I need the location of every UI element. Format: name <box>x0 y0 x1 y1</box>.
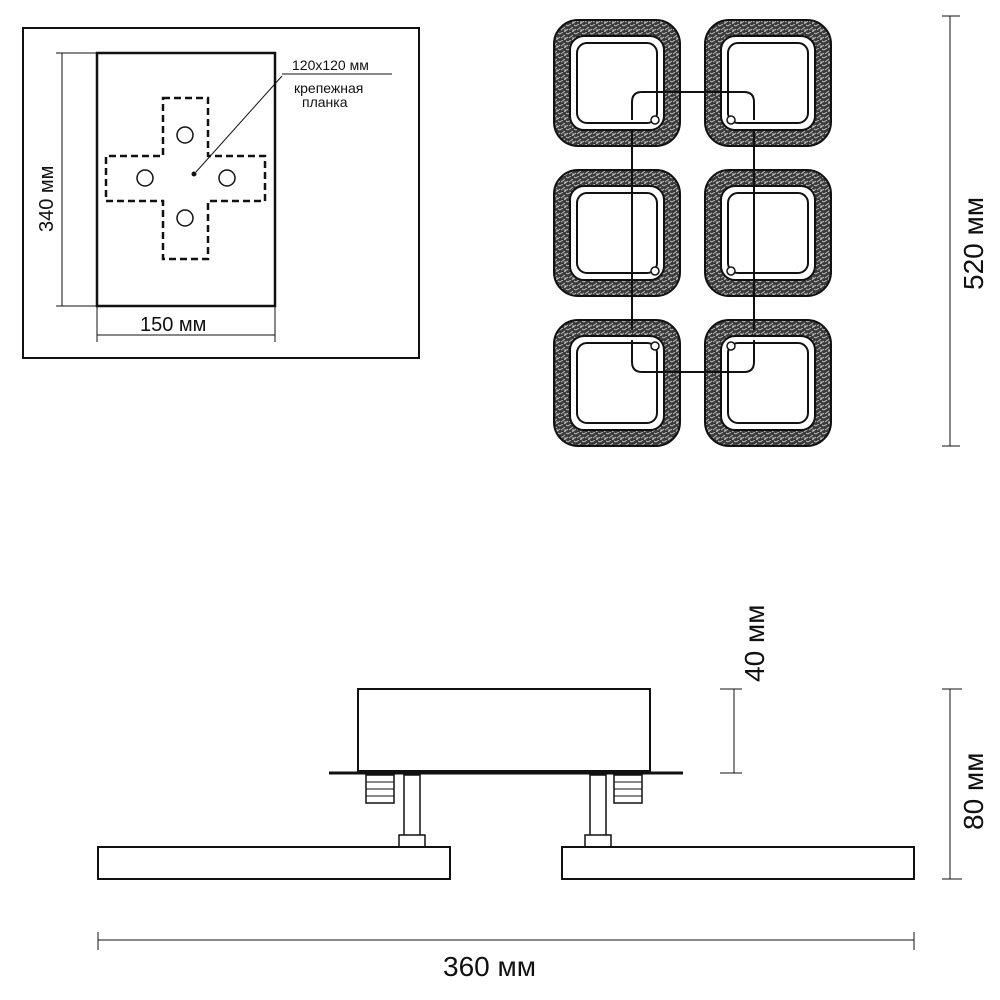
right-stem <box>584 774 643 848</box>
bracket-name-line1: крепежная <box>294 80 363 96</box>
top-view: 520 мм <box>553 15 989 447</box>
bracket-hole-right <box>218 169 236 187</box>
connector-dot <box>726 115 736 125</box>
left-shade-bar <box>97 846 451 880</box>
connector-dot <box>650 341 660 351</box>
shade-module-4 <box>704 169 832 297</box>
bracket-hole-bottom <box>176 209 194 227</box>
total-width-label: 360 мм <box>443 951 536 982</box>
shade-module-5 <box>553 319 681 447</box>
connector-dot <box>726 341 736 351</box>
mounting-bracket-outline <box>104 96 267 261</box>
bracket-center-point <box>191 171 197 177</box>
connector-dot <box>650 266 660 276</box>
shade-module-6 <box>704 319 832 447</box>
plate-height-label: 340 мм <box>36 166 58 232</box>
bracket-name-line2: планка <box>302 94 348 110</box>
bracket-hole-left <box>136 169 154 187</box>
base-height-label: 40 мм <box>739 605 770 682</box>
left-stem <box>365 774 426 848</box>
total-height-label: 80 мм <box>958 753 989 830</box>
ceiling-base <box>357 688 651 772</box>
shade-module-2 <box>704 19 832 147</box>
connector-dot <box>726 266 736 276</box>
connector-dot <box>650 115 660 125</box>
side-view: 40 мм 80 мм 360 мм <box>97 605 989 982</box>
bracket-size-label: 120x120 мм <box>292 57 369 73</box>
top-height-label: 520 мм <box>958 197 989 290</box>
frame-overlay <box>631 91 755 373</box>
detail-frame <box>22 27 420 359</box>
shade-module-3 <box>553 169 681 297</box>
mount-plate <box>95 51 277 308</box>
shade-module-1 <box>553 19 681 147</box>
bracket-leader-line <box>195 75 283 173</box>
mount-plate-detail: 120x120 мм крепежная планка 340 мм 150 м… <box>22 27 420 359</box>
bracket-hole-top <box>176 126 194 144</box>
plate-width-label: 150 мм <box>140 314 206 336</box>
right-shade-bar <box>561 846 915 880</box>
